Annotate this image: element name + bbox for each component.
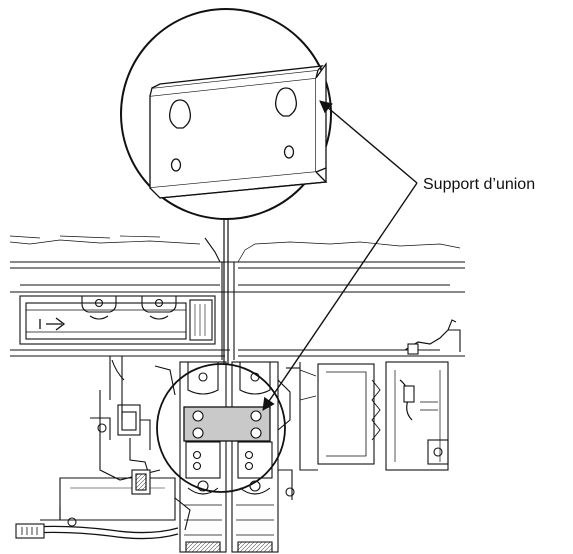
- leader-to-bracket: [319, 100, 418, 184]
- callout-label-support-union: Support d’union: [423, 176, 536, 193]
- callout-leaders: [262, 100, 418, 411]
- leader-to-unit: [262, 182, 418, 411]
- unit-assembly: [9, 235, 465, 553]
- zoom-circle-large: [120, 8, 332, 220]
- zoom-circle-small: [156, 363, 286, 493]
- union-bracket-detail: [149, 61, 328, 199]
- zoom-connector: [223, 212, 229, 364]
